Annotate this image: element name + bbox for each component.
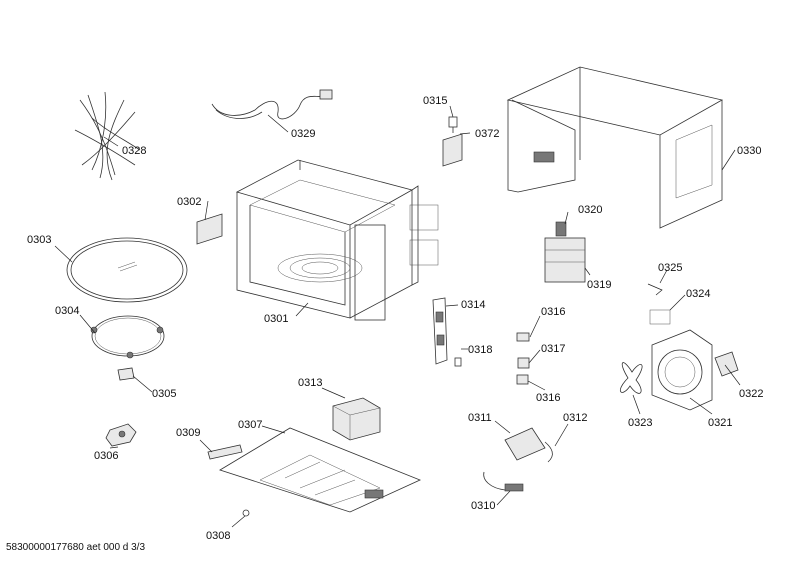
part-label-0328: 0328: [122, 145, 147, 157]
part-label-0311: 0311: [468, 412, 492, 424]
clip-0325-drawing: [647, 283, 663, 296]
roller-ring-drawing: [90, 315, 165, 359]
part-label-0310: 0310: [471, 500, 496, 512]
switch-holder-drawing: [432, 297, 462, 367]
part-label-0317: 0317: [541, 343, 566, 355]
part-label-0303: 0303: [27, 234, 52, 246]
transformer-drawing: [332, 397, 381, 441]
drawing-reference-footer: 58300000177680 aet 000 d 3/3: [6, 542, 146, 553]
part-label-0304: 0304: [55, 305, 80, 317]
part-label-0306: 0306: [94, 450, 119, 462]
part-label-0302: 0302: [177, 196, 202, 208]
fuse-drawing: [483, 471, 524, 492]
part-label-0316-upper: 0316: [541, 306, 566, 318]
part-label-0321: 0321: [708, 417, 733, 429]
outer-cabinet-drawing: [506, 66, 724, 229]
fan-housing-drawing: [649, 309, 713, 411]
part-label-0308: 0308: [206, 530, 231, 542]
part-label-0301: 0301: [264, 313, 289, 325]
part-label-0329: 0329: [291, 128, 316, 140]
part-label-0325: 0325: [658, 262, 683, 274]
part-label-0314: 0314: [461, 299, 486, 311]
part-label-0316-lower: 0316: [536, 392, 561, 404]
part-label-0309: 0309: [176, 427, 201, 439]
part-label-0319: 0319: [587, 279, 612, 291]
part-label-0372: 0372: [475, 128, 500, 140]
leader-lines: [54, 105, 741, 528]
magnetron-drawing: [544, 221, 586, 283]
fan-blade-drawing: [619, 362, 643, 394]
part-label-0307: 0307: [238, 419, 263, 431]
turntable-plate-drawing: [66, 237, 188, 303]
turntable-motor-drawing: [105, 423, 137, 447]
capacitor-drawing: [504, 427, 553, 463]
part-label-0323: 0323: [628, 417, 653, 429]
bracket-0309-drawing: [207, 444, 243, 460]
micro-switches-drawing: [516, 332, 530, 385]
foot-drawing: [242, 509, 250, 517]
part-label-0305: 0305: [152, 388, 177, 400]
wire-bundle-drawing: [74, 91, 141, 181]
part-label-0313: 0313: [298, 377, 323, 389]
part-label-0315: 0315: [423, 95, 448, 107]
part-label-0330: 0330: [737, 145, 762, 157]
fan-motor-drawing: [714, 351, 739, 377]
part-label-0318: 0318: [468, 344, 493, 356]
coupler-drawing: [117, 367, 135, 381]
part-label-0312: 0312: [563, 412, 588, 424]
part-label-0320: 0320: [578, 204, 603, 216]
base-plate-drawing: [219, 427, 422, 513]
part-label-0322: 0322: [739, 388, 764, 400]
screw-bracket-drawing: [442, 116, 463, 167]
part-label-0324: 0324: [686, 288, 711, 300]
mains-cable-drawing: [211, 89, 333, 120]
plate-0302-drawing: [196, 213, 223, 245]
oven-cavity-drawing: [235, 159, 439, 321]
